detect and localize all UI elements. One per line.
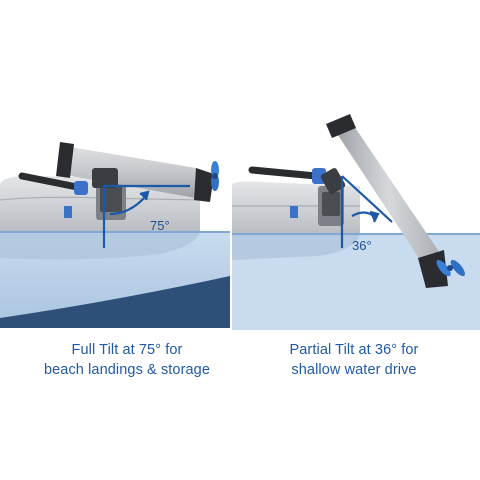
caption-full-tilt: Full Tilt at 75° for beach landings & st… (12, 340, 242, 380)
caption-partial-tilt-line2: shallow water drive (291, 362, 417, 378)
hull-underwater-left (0, 232, 200, 260)
caption-partial-tilt-line1: Partial Tilt at 36° for (289, 342, 419, 358)
tiller-handle-icon (248, 166, 326, 184)
propeller-icon (436, 259, 465, 277)
tiller-handle-icon (18, 172, 88, 195)
angle-annotation-right (340, 175, 393, 248)
angle-label-left: 75° (150, 218, 170, 233)
hull-underwater-right (232, 234, 360, 260)
caption-full-tilt-line1: Full Tilt at 75° for (71, 342, 183, 358)
angle-annotation-left (102, 184, 190, 248)
angle-label-right: 36° (352, 238, 372, 253)
propeller-icon (211, 161, 219, 191)
motor-right (320, 114, 448, 288)
seabed-left (0, 276, 230, 328)
panel-full-tilt: 75° (0, 142, 230, 328)
panel-partial-tilt: 36° (232, 114, 480, 330)
caption-full-tilt-line2: beach landings & storage (43, 362, 211, 378)
mount-bracket-icon (290, 186, 344, 226)
caption-partial-tilt: Partial Tilt at 36° for shallow water dr… (239, 340, 469, 380)
